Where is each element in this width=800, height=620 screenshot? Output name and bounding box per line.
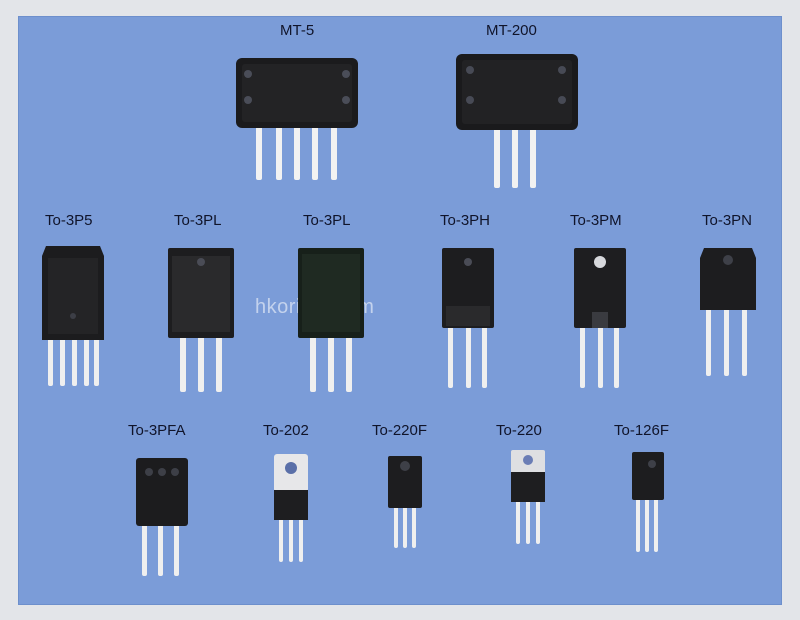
label-to202: To-202 bbox=[263, 422, 309, 439]
transistor-mt5-image bbox=[236, 58, 358, 180]
label-mt5: MT-5 bbox=[280, 22, 315, 39]
transistor-to3pl-a-image bbox=[168, 248, 234, 392]
leads bbox=[256, 124, 337, 180]
label-to3ph: To-3PH bbox=[440, 212, 491, 229]
label-to220: To-220 bbox=[496, 422, 542, 439]
transistor-to3pl-b-image bbox=[298, 248, 364, 392]
transistor-mt200-image bbox=[456, 54, 578, 188]
label-to220f: To-220F bbox=[372, 422, 428, 439]
transistor-to3pfa-image bbox=[136, 458, 188, 576]
label-to3pm: To-3PM bbox=[570, 212, 622, 229]
transistor-to3pn-image bbox=[700, 248, 756, 376]
label-to3pn: To-3PN bbox=[702, 212, 753, 229]
transistor-to220-image bbox=[511, 450, 545, 544]
label-to126f: To-126F bbox=[614, 422, 670, 439]
transistor-to3p5-image bbox=[42, 246, 104, 386]
transistor-to126f-image bbox=[632, 452, 664, 552]
transistor-to3pm-image bbox=[574, 248, 626, 388]
label-mt200: MT-200 bbox=[486, 22, 537, 39]
label-to3p5: To-3P5 bbox=[45, 212, 93, 229]
transistor-to3ph-image bbox=[442, 248, 494, 388]
label-to3pl-b: To-3PL bbox=[303, 212, 351, 229]
label-to3pl-a: To-3PL bbox=[174, 212, 222, 229]
transistor-to220f-image bbox=[388, 456, 422, 548]
label-to3pfa: To-3PFA bbox=[128, 422, 186, 439]
transistor-to202-image bbox=[274, 454, 308, 562]
